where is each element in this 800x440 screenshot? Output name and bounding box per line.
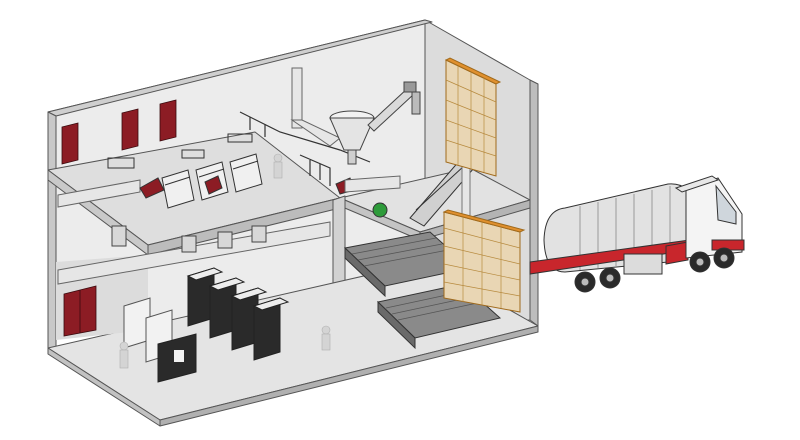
sectional-doors	[442, 57, 526, 313]
conveyor-motor	[403, 81, 417, 93]
silo-assembly	[329, 81, 421, 165]
green-valve	[372, 202, 388, 218]
building	[47, 19, 539, 427]
hopper-box	[411, 91, 421, 115]
silo-outlet	[347, 149, 357, 165]
ground-floor-side	[47, 347, 161, 427]
people	[119, 153, 331, 369]
bag-chute-1	[139, 177, 165, 199]
feed-pipe	[344, 175, 401, 193]
bagger-3	[229, 153, 263, 193]
bagger-1	[161, 169, 195, 209]
railing-side	[299, 154, 331, 186]
conveyor-bed-1-side	[344, 246, 386, 298]
right-wall-edge	[529, 79, 539, 327]
bag-chute-2	[204, 175, 223, 195]
ceiling-units	[111, 225, 267, 253]
cab-window	[715, 184, 737, 225]
bagging-machines	[107, 133, 355, 209]
door-3	[159, 99, 177, 142]
left-wall	[47, 111, 57, 355]
red-tank	[665, 241, 689, 265]
duct-upper	[57, 179, 141, 208]
silo-cone	[329, 117, 375, 151]
tanker-truck	[529, 175, 745, 293]
compressors	[123, 267, 290, 383]
side-box	[623, 253, 663, 275]
door-1	[61, 122, 79, 165]
conveyor-bed-2-side	[377, 300, 416, 350]
door-2	[121, 108, 139, 151]
roof-duct	[291, 67, 303, 129]
red-doors	[61, 99, 177, 337]
cab-roof	[674, 175, 720, 193]
